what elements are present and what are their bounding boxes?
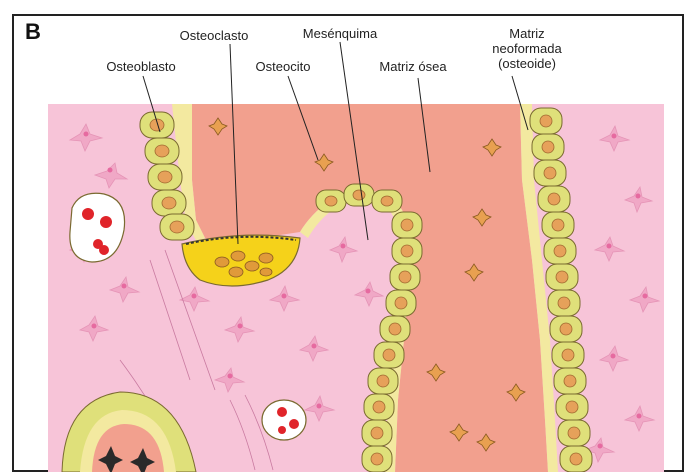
label-matriz-neoformada-line1: Matriz bbox=[509, 26, 544, 41]
label-mesenquima: Mesénquima bbox=[303, 26, 378, 41]
label-matriz-neoformada-line2: neoformada bbox=[492, 41, 562, 56]
label-matriz-osea: Matriz ósea bbox=[379, 59, 447, 74]
panel-letter: B bbox=[13, 15, 53, 49]
label-matriz-neoformada-line3: (osteoide) bbox=[498, 56, 556, 71]
blood-vessel-lower bbox=[262, 400, 306, 440]
label-osteoblasto: Osteoblasto bbox=[106, 59, 175, 74]
label-osteocito: Osteocito bbox=[256, 59, 311, 74]
label-osteoclasto: Osteoclasto bbox=[180, 28, 249, 43]
